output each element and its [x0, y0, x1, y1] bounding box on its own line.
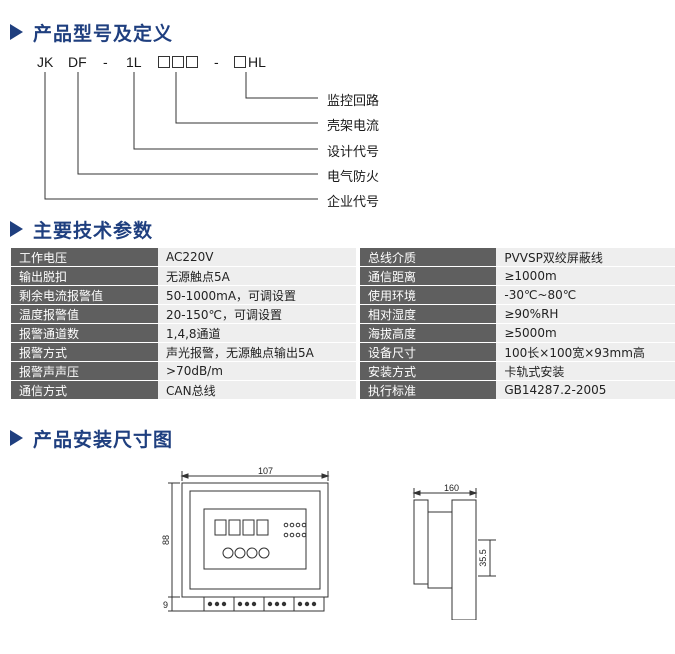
- arrow-icon: [10, 221, 23, 237]
- code-hl: HL: [234, 54, 266, 70]
- placeholder-box-icon: [172, 56, 184, 68]
- spec-value: 声光报警，无源触点输出5A: [158, 342, 356, 362]
- dim-rail-label: 35.5: [477, 549, 488, 567]
- legend-item: 设计代号: [327, 145, 380, 160]
- dim-terminal-label: 9: [163, 600, 169, 610]
- spec-key: 报警方式: [11, 342, 158, 362]
- table-row: 通信距离≥1000m: [360, 266, 675, 286]
- dim-height-label: 88: [161, 534, 172, 546]
- spec-key: 输出脱扣: [11, 266, 158, 286]
- spec-value: ≥5000m: [496, 323, 675, 343]
- spec-value: AC220V: [158, 248, 356, 267]
- spec-value: PVVSP双绞屏蔽线: [496, 248, 675, 267]
- placeholder-box-icon: [186, 56, 198, 68]
- spec-key: 报警声声压: [11, 361, 158, 381]
- spec-key: 通信方式: [11, 380, 158, 400]
- section-title: 产品安装尺寸图: [33, 428, 174, 451]
- spec-value: -30℃~80℃: [496, 285, 675, 305]
- spec-value: ≥1000m: [496, 266, 675, 286]
- spec-value: >70dB/m: [158, 361, 356, 381]
- arrow-icon: [10, 430, 23, 446]
- spec-value: 50-1000mA，可调设置: [158, 285, 356, 305]
- spec-key: 海拔高度: [360, 323, 497, 343]
- spec-key: 安装方式: [360, 361, 497, 381]
- side-view-drawing: [412, 488, 496, 620]
- spec-key: 相对湿度: [360, 304, 497, 324]
- table-row: 使用环境-30℃~80℃: [360, 285, 675, 305]
- code-df: DF: [68, 54, 87, 70]
- table-row: 相对湿度≥90%RH: [360, 304, 675, 324]
- legend-item: 壳架电流: [327, 119, 380, 134]
- section-header-dimensions: 产品安装尺寸图: [10, 426, 174, 451]
- table-row: 输出脱扣无源触点5A: [11, 266, 356, 286]
- legend-item: 监控回路: [327, 94, 380, 109]
- table-row: 海拔高度≥5000m: [360, 323, 675, 343]
- spec-key: 设备尺寸: [360, 342, 497, 362]
- spec-key: 报警通道数: [11, 323, 158, 343]
- dim-width-label: 107: [258, 466, 274, 476]
- legend-item: 电气防火: [327, 170, 380, 185]
- spec-key: 温度报警值: [11, 304, 158, 324]
- arrow-icon: [10, 24, 23, 40]
- spec-value: 1,4,8通道: [158, 323, 356, 343]
- front-view-drawing: [168, 471, 330, 612]
- spec-value: GB14287.2-2005: [496, 380, 675, 400]
- code-jk: JK: [37, 54, 54, 70]
- section-header-params: 主要技术参数: [10, 217, 154, 242]
- model-leader-lines: [44, 72, 318, 200]
- code-1l: 1L: [126, 54, 142, 70]
- spec-value: 卡轨式安装: [496, 361, 675, 381]
- dim-side-width-label: 160: [444, 483, 460, 493]
- spec-key: 通信距离: [360, 266, 497, 286]
- spec-key: 执行标准: [360, 380, 497, 400]
- code-hl-text: HL: [248, 54, 266, 70]
- code-boxes: [158, 54, 200, 70]
- spec-key: 总线介质: [360, 248, 497, 267]
- table-row: 报警方式声光报警，无源触点输出5A: [11, 342, 356, 362]
- spec-value: ≥90%RH: [496, 304, 675, 324]
- spec-key: 使用环境: [360, 285, 497, 305]
- section-title: 主要技术参数: [33, 219, 154, 242]
- code-dash: -: [214, 54, 219, 70]
- placeholder-box-icon: [234, 56, 246, 68]
- spec-key: 剩余电流报警值: [11, 285, 158, 305]
- section-header-model: 产品型号及定义: [10, 20, 174, 45]
- spec-value: 无源触点5A: [158, 266, 356, 286]
- spec-value: CAN总线: [158, 380, 356, 400]
- table-row: 安装方式卡轨式安装: [360, 361, 675, 381]
- spec-value: 100长×100宽×93mm高: [496, 342, 675, 362]
- placeholder-box-icon: [158, 56, 170, 68]
- spec-value: 20-150℃，可调设置: [158, 304, 356, 324]
- legend-item: 企业代号: [327, 195, 380, 210]
- code-dash: -: [103, 54, 108, 70]
- spec-key: 工作电压: [11, 248, 158, 267]
- table-row: 报警声声压>70dB/m: [11, 361, 356, 381]
- section-title: 产品型号及定义: [33, 22, 174, 45]
